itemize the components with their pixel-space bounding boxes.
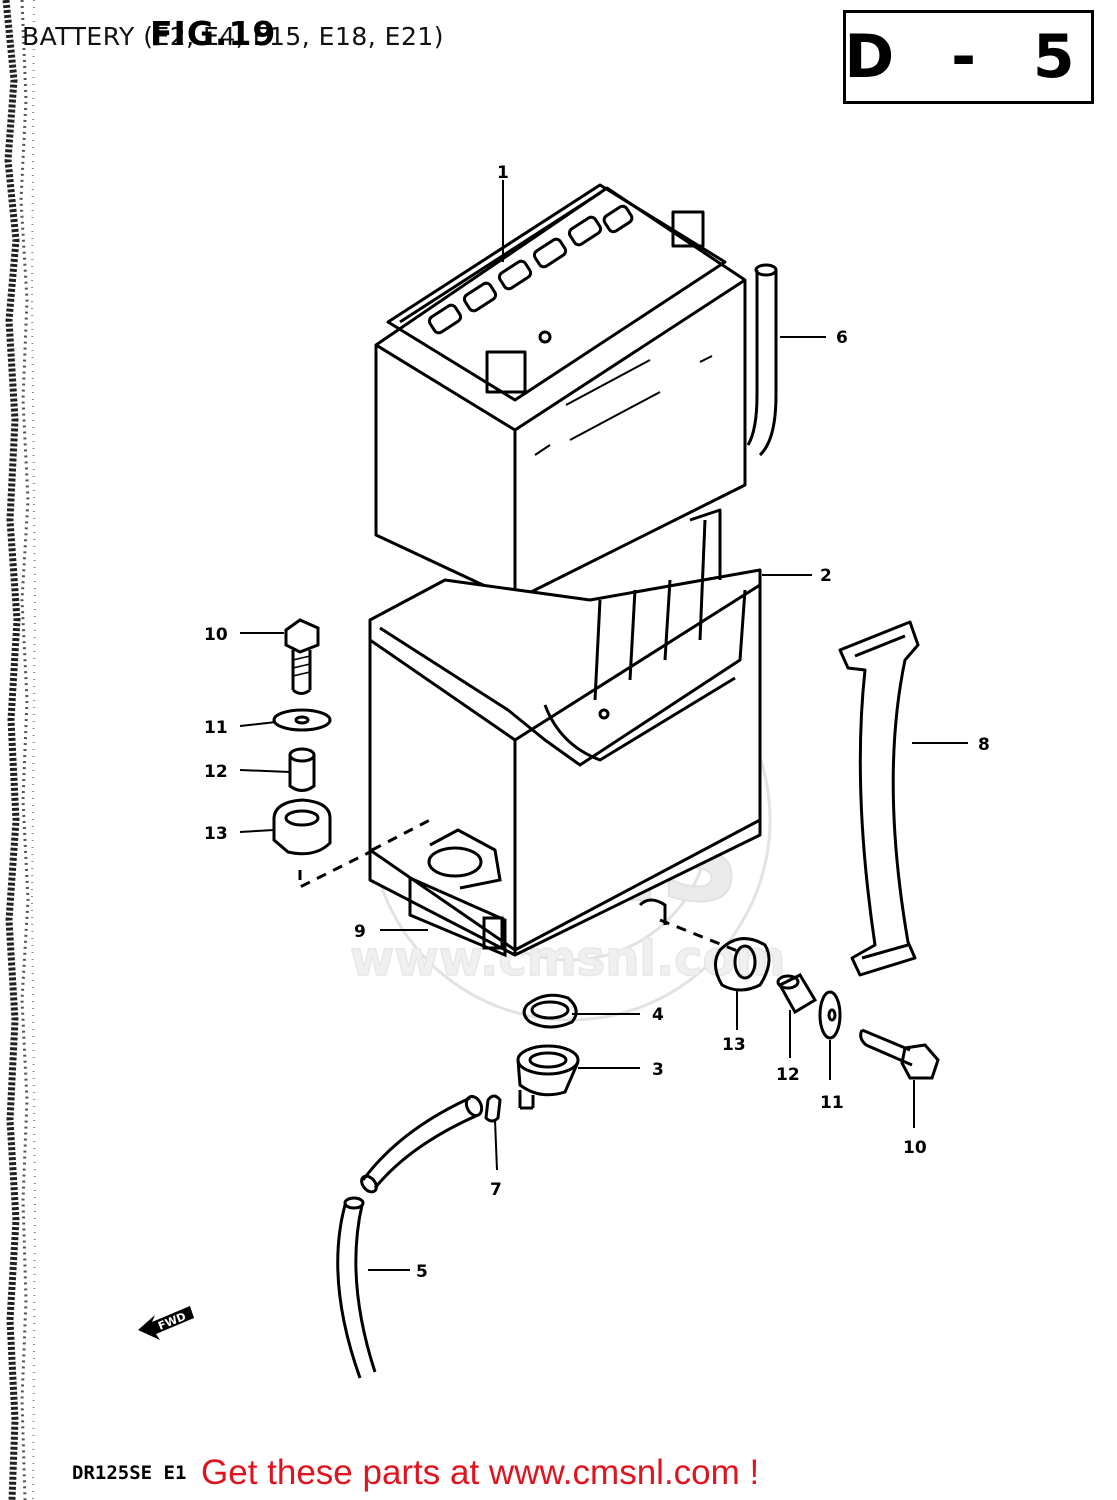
part-label-7: 7 <box>490 1180 502 1200</box>
bolt-right <box>859 1028 913 1067</box>
part-label-6: 6 <box>836 328 848 348</box>
part-label-9: 9 <box>354 922 366 942</box>
battery-cell-caps <box>427 204 634 335</box>
part-label-13-right: 13 <box>722 1035 746 1055</box>
bolt-head-left <box>284 618 320 654</box>
part-label-4: 4 <box>652 1005 664 1025</box>
part-label-8: 8 <box>978 735 990 755</box>
part-label-5: 5 <box>416 1262 428 1282</box>
page-title: BATTERY (E2, E4, E15, E18, E21) <box>22 22 445 51</box>
small-parts <box>484 993 580 1123</box>
mounting-bracket <box>408 828 667 958</box>
page-code-box: D - 5 <box>843 10 1094 104</box>
part-number-labels: 1 6 2 8 10 11 12 13 9 4 3 7 5 13 12 11 1… <box>204 163 990 1282</box>
part-label-12-left: 12 <box>204 762 228 782</box>
battery-case <box>368 508 762 957</box>
model-code: DR125SE E1 <box>72 1462 187 1484</box>
fwd-arrow-icon: FWD <box>138 1306 194 1340</box>
vent-tube <box>746 263 778 457</box>
battery <box>374 183 747 602</box>
part-label-10-right: 10 <box>903 1138 927 1158</box>
part-label-11-left: 11 <box>204 718 228 738</box>
part-label-1: 1 <box>497 163 509 183</box>
breather-hose <box>336 1094 484 1379</box>
page-code: D - 5 <box>844 22 1093 92</box>
figure-number: FIG.19 <box>150 14 277 53</box>
washer-right <box>818 990 842 1040</box>
battery-terminal-pos <box>671 210 705 248</box>
spacer-left <box>288 755 316 792</box>
right-hardware-stack <box>659 918 940 1080</box>
battery-terminal-neg <box>485 350 527 394</box>
left-hardware-stack <box>272 618 431 890</box>
breather-fitting-part <box>516 1044 580 1076</box>
part-label-12-right: 12 <box>776 1065 800 1085</box>
clamp-part <box>522 993 578 1029</box>
part-label-10-left: 10 <box>204 625 228 645</box>
part-label-3: 3 <box>652 1060 664 1080</box>
scanned-page-edge <box>0 0 44 1500</box>
grommet-left <box>272 798 332 856</box>
leader-lines <box>239 180 968 1271</box>
washer-left <box>272 708 332 732</box>
hose-clip-part <box>484 1094 502 1123</box>
battery-strap <box>838 620 920 977</box>
part-label-2: 2 <box>820 566 832 586</box>
grommet-right <box>714 937 771 992</box>
svg-text:FWD: FWD <box>156 1310 188 1333</box>
cta-link[interactable]: Get these parts at www.cmsnl.com ! <box>201 1453 760 1492</box>
part-label-11-right: 11 <box>820 1093 844 1113</box>
part-label-13-left: 13 <box>204 824 228 844</box>
